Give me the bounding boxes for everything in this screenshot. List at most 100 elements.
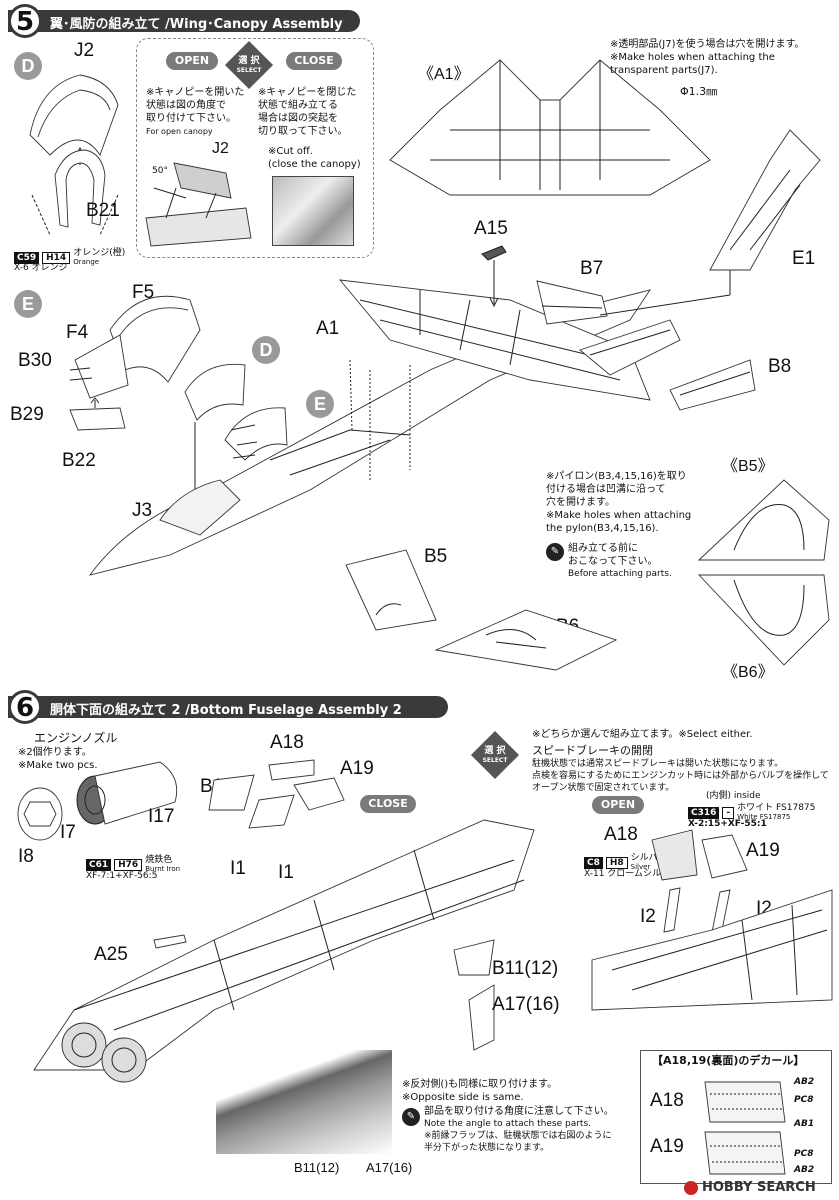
part-label-a25: A25 bbox=[94, 944, 128, 965]
select-text-5: 選 択 SELECT bbox=[230, 56, 268, 76]
before-note-line2: おこなって下さい。 bbox=[568, 556, 658, 567]
paint-c316-code: C316 bbox=[688, 807, 720, 819]
pylon-b5-b6-drawing bbox=[345, 549, 618, 671]
close-note-line3: 場合は図の突起を bbox=[258, 113, 338, 124]
part-label-b11: B11(12) bbox=[492, 958, 559, 979]
paint-c316-jp: ホワイト FS17875 bbox=[737, 803, 816, 813]
engine-nozzle-title: エンジンノズル bbox=[34, 731, 118, 745]
before-attaching-note: 組み立てる前に おこなって下さい。 Before attaching parts… bbox=[568, 542, 672, 581]
j7-note-line1: ※透明部品(J7)を使う場合は穴を開けます。 bbox=[610, 39, 805, 50]
angle-note-line2: Note the angle to attach these parts. bbox=[424, 1119, 591, 1129]
part-a15-drawing bbox=[481, 245, 507, 308]
pylon-note-line3: 穴を開けます。 bbox=[546, 497, 615, 508]
pylon-note-line4: ※Make holes when attaching bbox=[546, 510, 692, 521]
select-en-6: SELECT bbox=[482, 757, 508, 764]
cutoff-note: ※Cut off. (close the canopy) bbox=[268, 145, 361, 171]
step5-header-bar: 5 翼･風防の組み立て /Wing･Canopy Assembly bbox=[8, 4, 360, 38]
paint-c8-code: C8 bbox=[584, 857, 603, 869]
wing-a1-view-drawing bbox=[389, 59, 711, 196]
rear-fuselage-b8-drawing bbox=[579, 319, 756, 411]
select-text-6: 選 択 SELECT bbox=[476, 746, 514, 766]
j7-note: ※透明部品(J7)を使う場合は穴を開けます。 ※Make holes when … bbox=[610, 38, 805, 77]
part-label-a17-bottom: A17(16) bbox=[366, 1160, 413, 1175]
closed-canopy-photo bbox=[272, 176, 354, 246]
speedbrake-line3: オープン状態で固定されています。 bbox=[532, 783, 675, 793]
canopy-angle-label: 50° bbox=[152, 166, 168, 176]
part-label-f4: F4 bbox=[66, 322, 89, 343]
part-label-a19-open: A19 bbox=[746, 840, 780, 861]
pylon-note-line1: ※パイロン(B3,4,15,16)を取り bbox=[546, 471, 687, 482]
pylon-hole-note: ※パイロン(B3,4,15,16)を取り 付ける場合は凹溝に沿って 穴を開けます… bbox=[546, 470, 691, 535]
decal-label-a19: A19 bbox=[650, 1136, 684, 1157]
part-label-i17: I17 bbox=[148, 806, 175, 827]
bottom-fuselage-close-drawing bbox=[33, 759, 535, 1083]
j7-note-line3: transparent parts(J7). bbox=[610, 65, 718, 76]
paint-c61-code: C61 bbox=[86, 859, 112, 871]
angle-note: 部品を取り付ける角度に注意して下さい。 Note the angle to at… bbox=[424, 1106, 614, 1154]
opposite-side-note: ※反対側()も同様に取り付けます。 ※Opposite side is same… bbox=[402, 1078, 557, 1104]
open-canopy-drawing bbox=[145, 162, 252, 247]
part-label-a1: A1 bbox=[316, 318, 340, 339]
part-label-j2: J2 bbox=[74, 40, 95, 61]
opposite-note-line2: ※Opposite side is same. bbox=[402, 1092, 524, 1103]
close-pill-step6: CLOSE bbox=[360, 795, 416, 813]
opposite-note-line1: ※反対側()も同様に取り付けます。 bbox=[402, 1079, 558, 1090]
paint-c316-x: X-2:15+XF-55:1 bbox=[688, 819, 767, 829]
paint-c59-orange: C59 H14 オレンジ(橙) Orange bbox=[14, 249, 125, 267]
paint-c316-white: C316 - ホワイト FS17875 White FS17875 bbox=[688, 804, 815, 822]
step6-header-bar: 6 胴体下面の組み立て 2 /Bottom Fuselage Assembly … bbox=[8, 690, 448, 724]
fuselage-top-drawing bbox=[88, 279, 652, 576]
step6-number: 6 bbox=[8, 690, 42, 724]
before-note-line1: 組み立てる前に bbox=[568, 543, 638, 554]
open-note-line3: 取り付けて下さい。 bbox=[146, 113, 236, 124]
paint-c8-en: Silver bbox=[630, 863, 651, 871]
open-pill-step6: OPEN bbox=[592, 796, 644, 814]
rear-canopy-assembly-drawing bbox=[69, 295, 201, 431]
decal-box bbox=[640, 1050, 832, 1184]
part-label-a19: A19 bbox=[340, 758, 374, 779]
subassembly-e-marker-2: E bbox=[306, 390, 334, 418]
warning-icon-2: ✎ bbox=[402, 1108, 420, 1126]
part-b7-drawing bbox=[536, 280, 608, 325]
view-label-b6: 《B6》 bbox=[722, 664, 774, 681]
angle-note-line3: ※前縁フラップは、駐機状態では右図のように bbox=[424, 1131, 612, 1141]
paint-c59-code: C59 bbox=[14, 252, 40, 264]
watermark-text: HOBBY SEARCH bbox=[702, 1180, 816, 1195]
canopy-close-note: ※キャノピーを閉じた 状態で組み立てる 場合は図の突起を 切り取って下さい。 bbox=[258, 86, 356, 138]
paint-c8-x: X-11 クロームシルバー bbox=[584, 869, 680, 879]
decal-ab2-bottom: AB2 bbox=[794, 1165, 815, 1175]
speedbrake-title: スピードブレーキの開閉 bbox=[532, 744, 653, 757]
paint-c316-h: - bbox=[722, 807, 735, 819]
paint-c59-x: X-6 オレンジ bbox=[14, 263, 68, 273]
j7-note-line2: ※Make holes when attaching the bbox=[610, 52, 775, 63]
close-note-line4: 切り取って下さい。 bbox=[258, 126, 348, 137]
open-note-line1: ※キャノピーを開いた bbox=[146, 87, 245, 98]
step5-title: 翼･風防の組み立て /Wing･Canopy Assembly bbox=[50, 17, 343, 32]
speedbrake-line2: 点検を容易にするためにエンジンカット時には外部からバルブを操作して bbox=[532, 771, 829, 781]
pylon-detail-views-drawing bbox=[697, 479, 830, 666]
subassembly-d-marker: D bbox=[14, 52, 42, 80]
cutoff-line1: ※Cut off. bbox=[268, 146, 313, 157]
select-jp-5: 選 択 bbox=[238, 56, 260, 66]
canopy-open-pill: OPEN bbox=[166, 52, 218, 70]
part-label-i1-a: I1 bbox=[230, 858, 246, 879]
part-label-b30: B30 bbox=[18, 350, 52, 371]
part-label-i2-a: I2 bbox=[640, 906, 656, 927]
decal-box-title: 【A18,19(裏面)のデカール】 bbox=[652, 1054, 805, 1067]
paint-c59-jp: オレンジ(橙) bbox=[73, 248, 126, 258]
speedbrake-open-drawing bbox=[591, 829, 833, 1011]
close-note-line1: ※キャノピーを閉じた bbox=[258, 87, 357, 98]
engine-nozzle-note-en: ※Make two pcs. bbox=[18, 760, 98, 771]
part-label-a18: A18 bbox=[270, 732, 304, 753]
decal-pc8-bottom: PC8 bbox=[794, 1149, 814, 1159]
part-label-i7: I7 bbox=[60, 822, 76, 843]
angle-note-line1: 部品を取り付ける角度に注意して下さい。 bbox=[424, 1106, 614, 1117]
paint-c316-en: White FS17875 bbox=[737, 813, 791, 821]
part-label-j3: J3 bbox=[132, 500, 153, 521]
part-label-i8: I8 bbox=[18, 846, 34, 867]
decal-ab1: AB1 bbox=[794, 1119, 815, 1129]
canopy-close-pill: CLOSE bbox=[286, 52, 342, 70]
select-en-5: SELECT bbox=[236, 67, 262, 74]
inside-label: (内側) inside bbox=[706, 791, 761, 801]
paint-c59-h: H14 bbox=[42, 252, 71, 264]
